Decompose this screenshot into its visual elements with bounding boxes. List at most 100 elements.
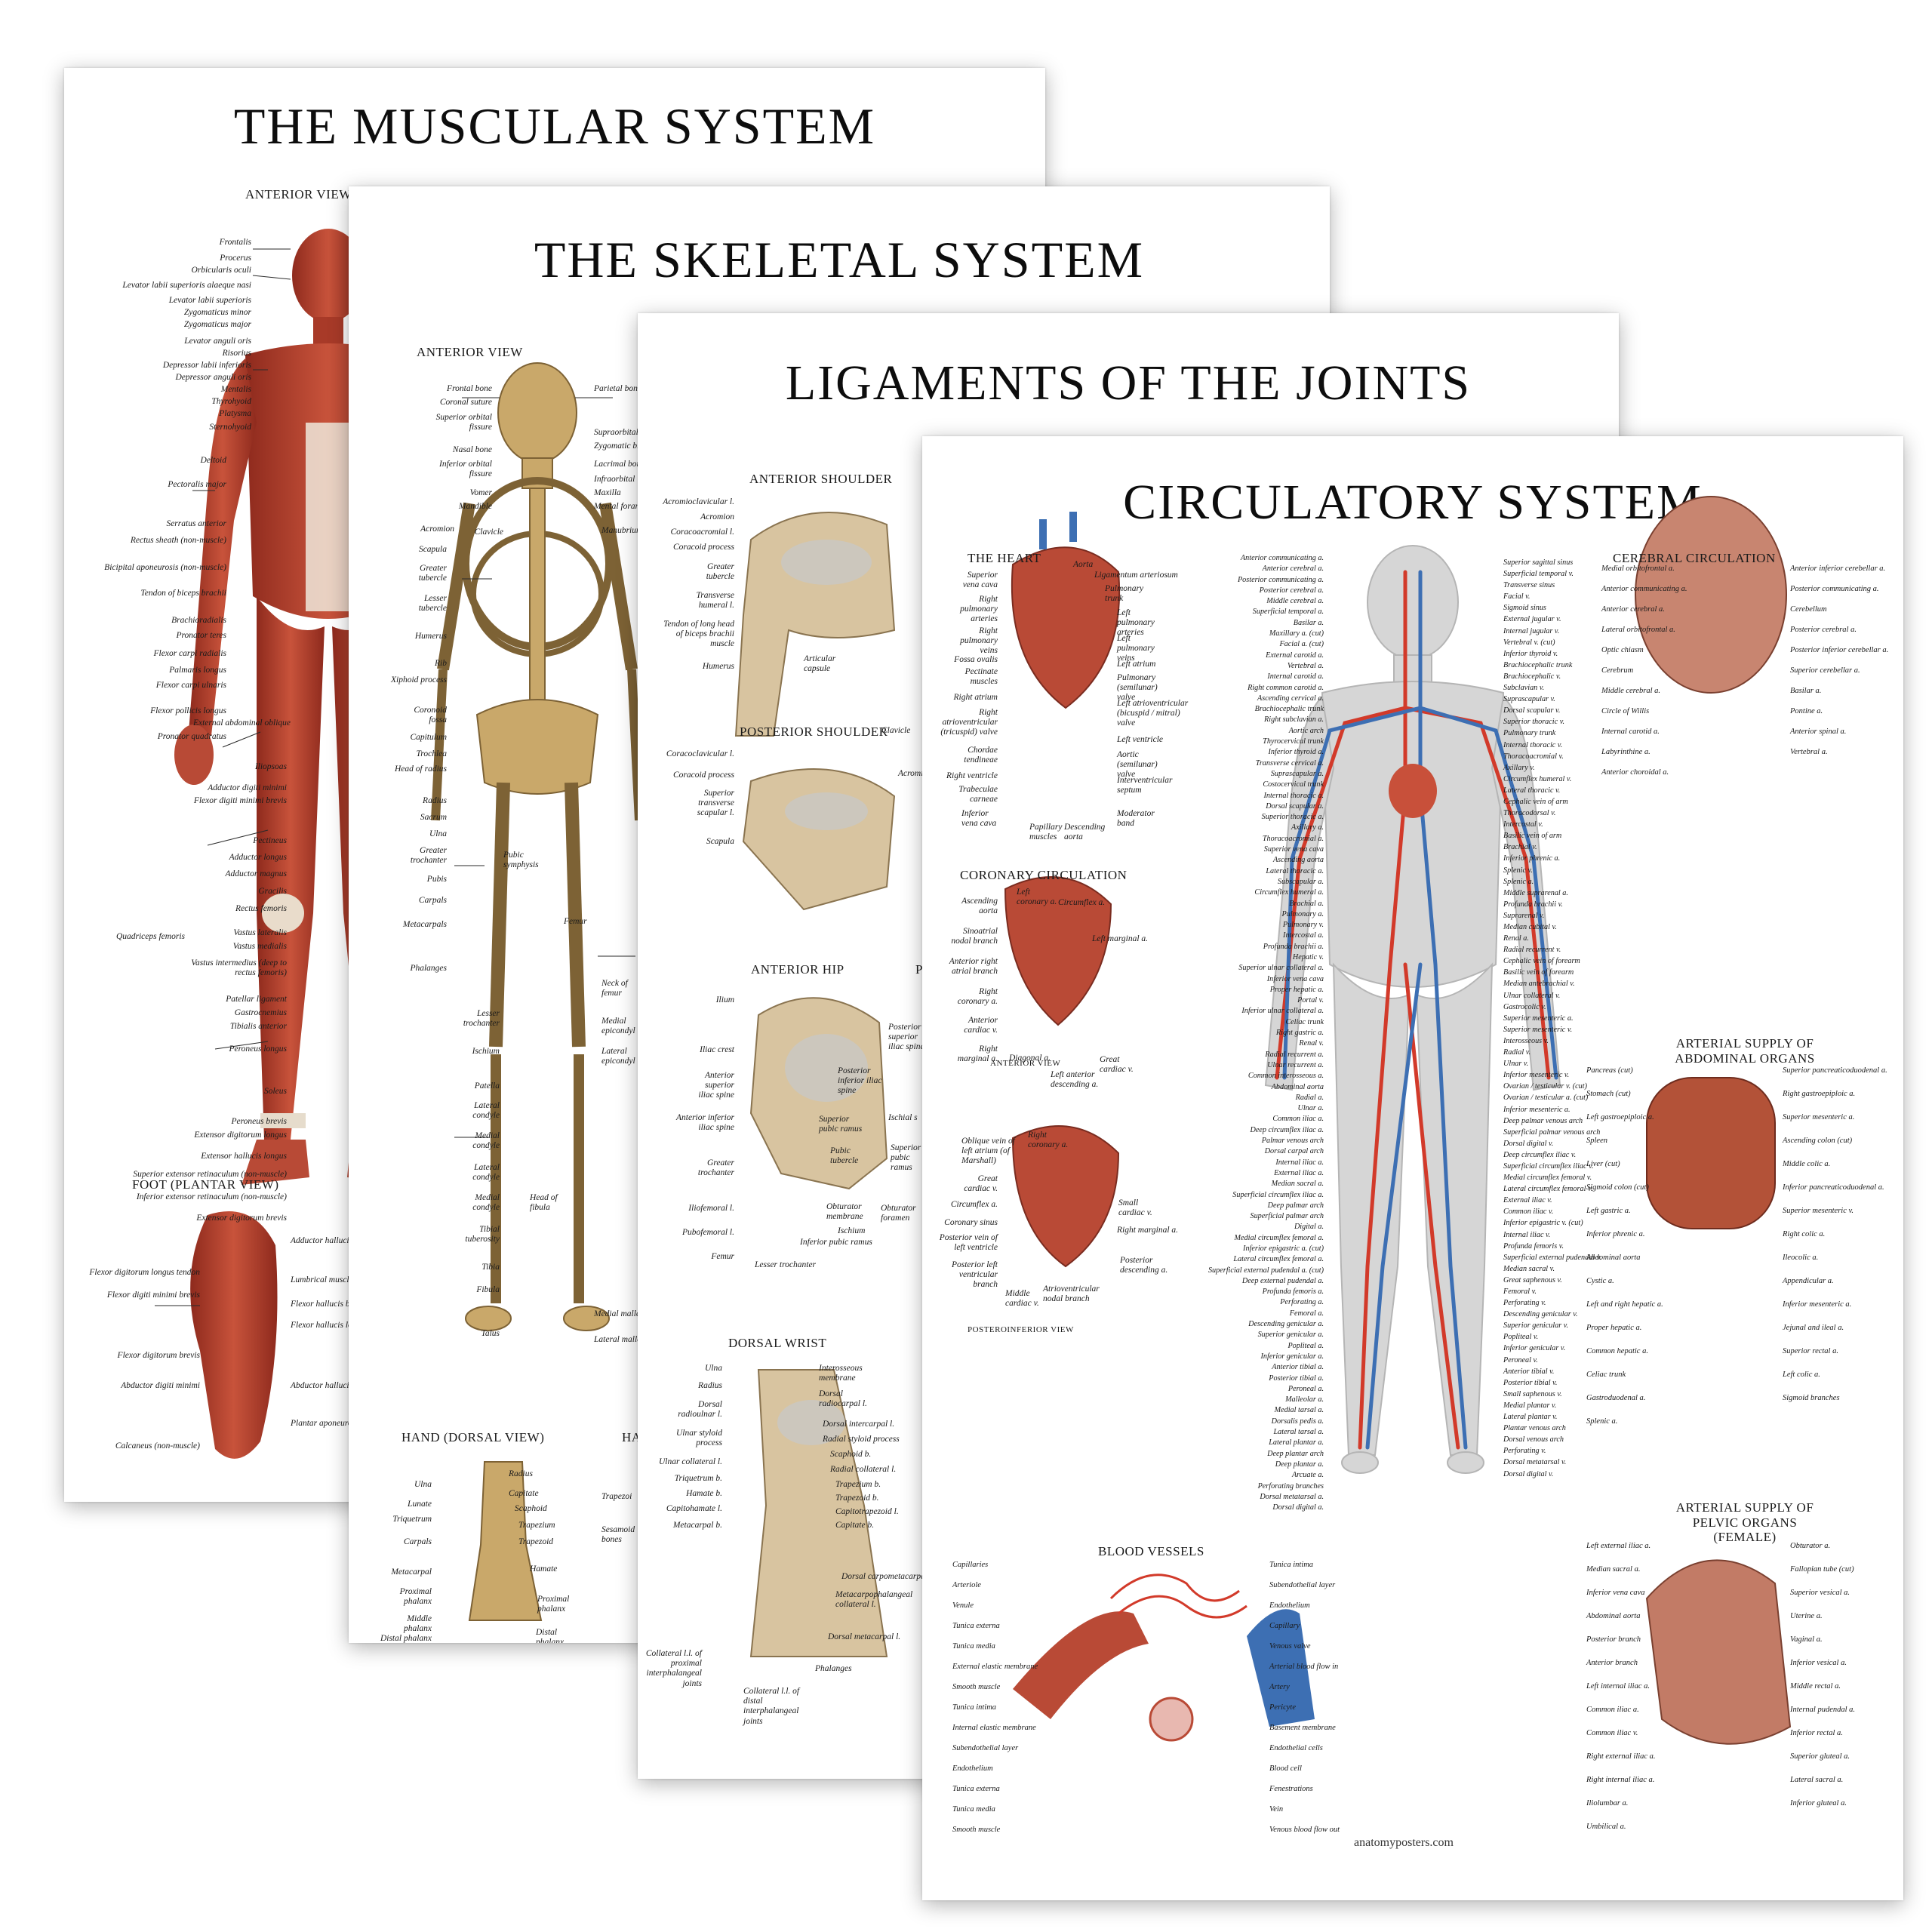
blood-vessel-label: Arterial blood flow in — [1269, 1663, 1339, 1671]
ligament-label: Iliofemoral l. — [688, 1204, 734, 1213]
vessel-label: Radial recurrent v. — [1503, 946, 1561, 955]
pelvic-label: Common iliac v. — [1586, 1729, 1638, 1737]
ligament-label: Capitohamate l. — [666, 1504, 722, 1513]
muscle-label: Levator labii superioris alaeque nasi — [122, 281, 251, 290]
pelvic-label: Inferior gluteal a. — [1790, 1799, 1847, 1807]
vessel-label: Popliteal v. — [1503, 1333, 1539, 1342]
bone-label: Lesser trochanter — [463, 1009, 500, 1029]
vessel-label: Right common carotid a. — [1247, 683, 1324, 692]
ligament-label: Radius — [698, 1381, 722, 1390]
circulatory-poster: CIRCULATORY SYSTEM — [922, 436, 1903, 1900]
vessel-label: Basilic vein of arm — [1503, 832, 1562, 841]
vessel-label: Subclavian v. — [1503, 684, 1545, 693]
muscle-label: Rectus sheath (non-muscle) — [130, 536, 226, 545]
ligament-label: Greater trochanter — [697, 1158, 734, 1178]
muscle-label: Depressor anguli oris — [175, 373, 251, 382]
vessel-label: External iliac v. — [1503, 1196, 1552, 1205]
abdominal-label: Left colic a. — [1783, 1371, 1820, 1379]
muscle-label: Serratus anterior — [166, 519, 226, 528]
heart-label: Ligamentum arteriosum — [1094, 571, 1178, 580]
vessel-label: Maxillary a. (cut) — [1269, 629, 1324, 638]
vessel-label: Hepatic v. — [1292, 952, 1324, 961]
blood-vessel-label: Endothelium — [952, 1764, 993, 1773]
skeleton-illustration — [431, 362, 644, 1621]
hand-label: Metacarpal — [391, 1567, 432, 1577]
muscle-label: Extensor digitorum brevis — [196, 1214, 287, 1223]
vessel-label: Radial v. — [1503, 1048, 1531, 1057]
pelvic-label: Middle rectal a. — [1790, 1682, 1841, 1690]
ligament-label: Capitotrapezoid l. — [835, 1507, 899, 1516]
vessel-label: Right subclavian a. — [1264, 715, 1324, 724]
ligament-label: Ulna — [705, 1364, 722, 1373]
vessel-label: Profunda femoris v. — [1503, 1241, 1564, 1251]
vessel-label: Dorsal metatarsal a. — [1260, 1492, 1324, 1501]
abdominal-label: Jejunal and ileal a. — [1783, 1324, 1844, 1332]
cerebral-label: Anterior inferior cerebellar a. — [1790, 565, 1886, 573]
ligament-label: Pubofemoral l. — [682, 1228, 734, 1237]
blood-vessel-label: Tunica externa — [952, 1785, 1000, 1793]
foot-label: Abductor hallucis — [291, 1381, 353, 1390]
abdominal-label: Pancreas (cut) — [1586, 1066, 1633, 1075]
pelvic-label: Superior gluteal a. — [1790, 1752, 1850, 1761]
cerebral-label: Posterior communicating a. — [1790, 585, 1879, 593]
bone-label: Pubis — [426, 875, 447, 884]
ligament-label: Coracoacromial l. — [670, 528, 734, 537]
muscle-label: Flexor carpi ulnaris — [155, 681, 226, 690]
pelvic-label: Common iliac a. — [1586, 1706, 1639, 1714]
vessel-label: Circumflex humeral v. — [1503, 774, 1572, 783]
vessel-label: Pulmonary v. — [1282, 921, 1324, 930]
hand-label: Triquetrum — [392, 1515, 432, 1524]
heart-label: Left pulmonary arteries — [1117, 608, 1155, 638]
vessel-label: Subscapular a. — [1277, 877, 1324, 886]
skeletal-title: THE SKELETAL SYSTEM — [534, 231, 1145, 288]
ligament-label: Dorsal radiocarpal l. — [819, 1389, 867, 1409]
vessel-label: Medial circumflex femoral v. — [1503, 1174, 1592, 1183]
cerebral-label: Anterior communicating a. — [1601, 585, 1687, 593]
muscle-label: Levator labii superioris — [168, 296, 251, 305]
vessel-label: Median sacral v. — [1503, 1264, 1555, 1273]
muscle-label: Brachioradialis — [171, 616, 226, 625]
ligament-label: Humerus — [702, 662, 734, 671]
bone-label: Medial malle — [594, 1309, 640, 1318]
vessel-label: Axillary v. — [1503, 763, 1535, 772]
bone-label: Lacrimal bon — [594, 460, 641, 469]
hand-label: Distal phalanx — [380, 1634, 432, 1643]
ligament-label: Dorsal intercarpal l. — [823, 1420, 895, 1429]
ligament-label: Dorsal metacarpal l. — [828, 1632, 901, 1641]
coronary-heading: CORONARY CIRCULATION — [960, 868, 1128, 882]
coronary-label: Circumflex a. — [950, 1200, 998, 1209]
heart-label: Interventricular septum — [1117, 776, 1173, 795]
blood-vessel-label: Internal elastic membrane — [952, 1724, 1036, 1732]
blood-vessel-label: Fenestrations — [1269, 1785, 1313, 1793]
hand-label: Trapezoi — [601, 1492, 632, 1501]
pelvic-label: Anterior branch — [1586, 1659, 1638, 1667]
vessel-label: Perforating v. — [1503, 1299, 1546, 1308]
blood-vessel-label: Smooth muscle — [952, 1826, 1001, 1834]
muscle-label: Depressor labii inferioris — [162, 361, 251, 370]
vessel-label: Dorsal digital v. — [1503, 1469, 1554, 1478]
pelvic-label: Superior vesical a. — [1790, 1589, 1850, 1597]
vessel-label: Superior mesenteric v. — [1503, 1025, 1573, 1034]
foot-label: Lumbrical muscles — [291, 1275, 357, 1284]
vessel-label: Posterior tibial v. — [1503, 1378, 1558, 1387]
vessel-label: Superficial temporal a. — [1252, 608, 1324, 617]
vessel-label: Deep circumflex iliac a. — [1250, 1125, 1324, 1134]
ligament-label: Ilium — [715, 995, 734, 1004]
vessel-label: Aortic arch — [1288, 726, 1324, 735]
ligament-label: Dorsal radioulnar l. — [678, 1400, 722, 1420]
ligament-label: Radial collateral l. — [830, 1465, 897, 1474]
muscle-label: Extensor hallucis longus — [201, 1152, 287, 1161]
bone-label: Pubic symphysis — [503, 851, 539, 870]
vessel-label: Cephalic vein of arm — [1503, 797, 1568, 806]
blood-vessel-label: Endothelial cells — [1269, 1744, 1323, 1752]
hand-label: Proximal phalanx — [399, 1587, 432, 1607]
vessel-label: Ovarian / testicular v. (cut) — [1503, 1082, 1587, 1091]
vessel-label: Cephalic vein of forearm — [1503, 957, 1580, 966]
heart-label: Pulmonary (semilunar) valve — [1117, 673, 1158, 703]
muscle-label: Palmaris longus — [169, 666, 226, 675]
bone-label: Acromion — [420, 525, 454, 534]
vessel-label: Plantar venous arch — [1503, 1424, 1566, 1433]
ligaments-title: LIGAMENTS OF THE JOINTS — [785, 355, 1472, 411]
coronary-label: Right marginal a. — [1117, 1226, 1179, 1235]
vessel-label: Profunda brachii v. — [1503, 900, 1563, 909]
